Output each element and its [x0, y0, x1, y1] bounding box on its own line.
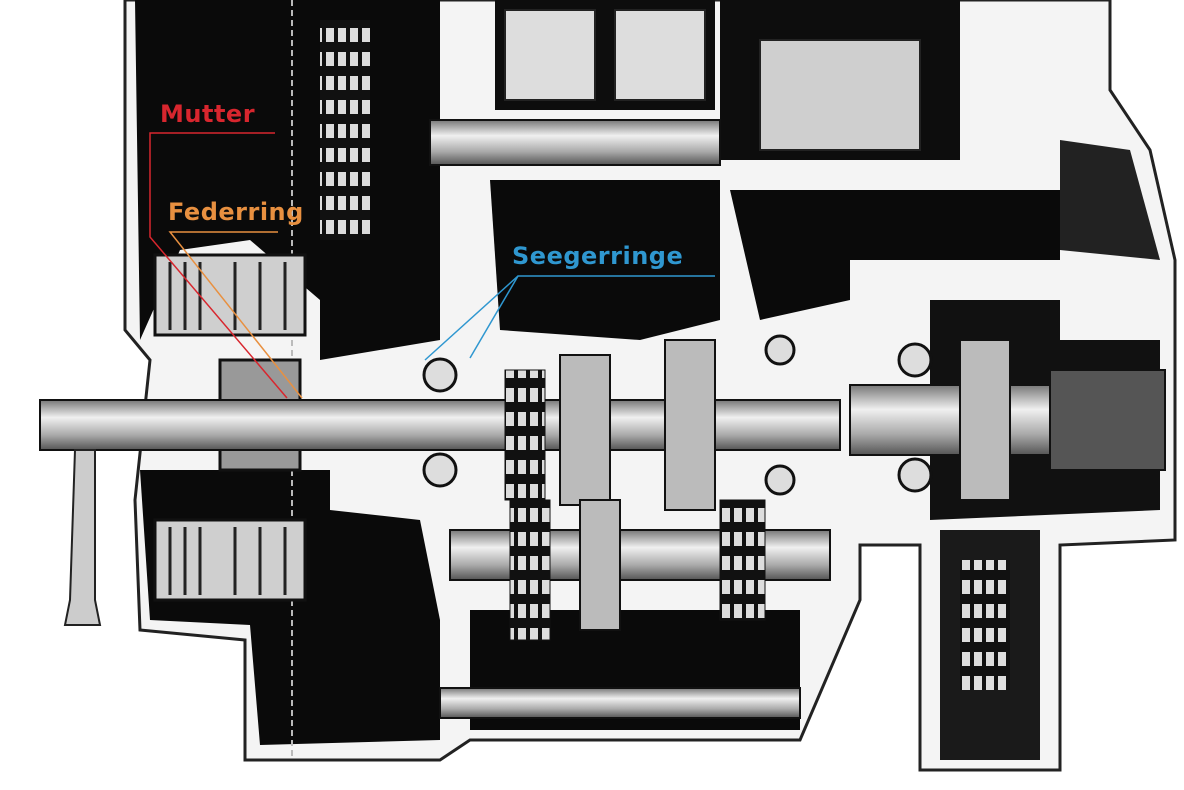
gears [422, 334, 1011, 690]
label-federring: Federring [168, 198, 304, 226]
leader-line-federring [168, 231, 303, 399]
label-mutter: Mutter [160, 100, 256, 128]
leader-line-mutter [149, 132, 288, 399]
label-seegerringe: Seegerringe [512, 242, 684, 270]
leader-line-seegerringe [424, 275, 715, 361]
